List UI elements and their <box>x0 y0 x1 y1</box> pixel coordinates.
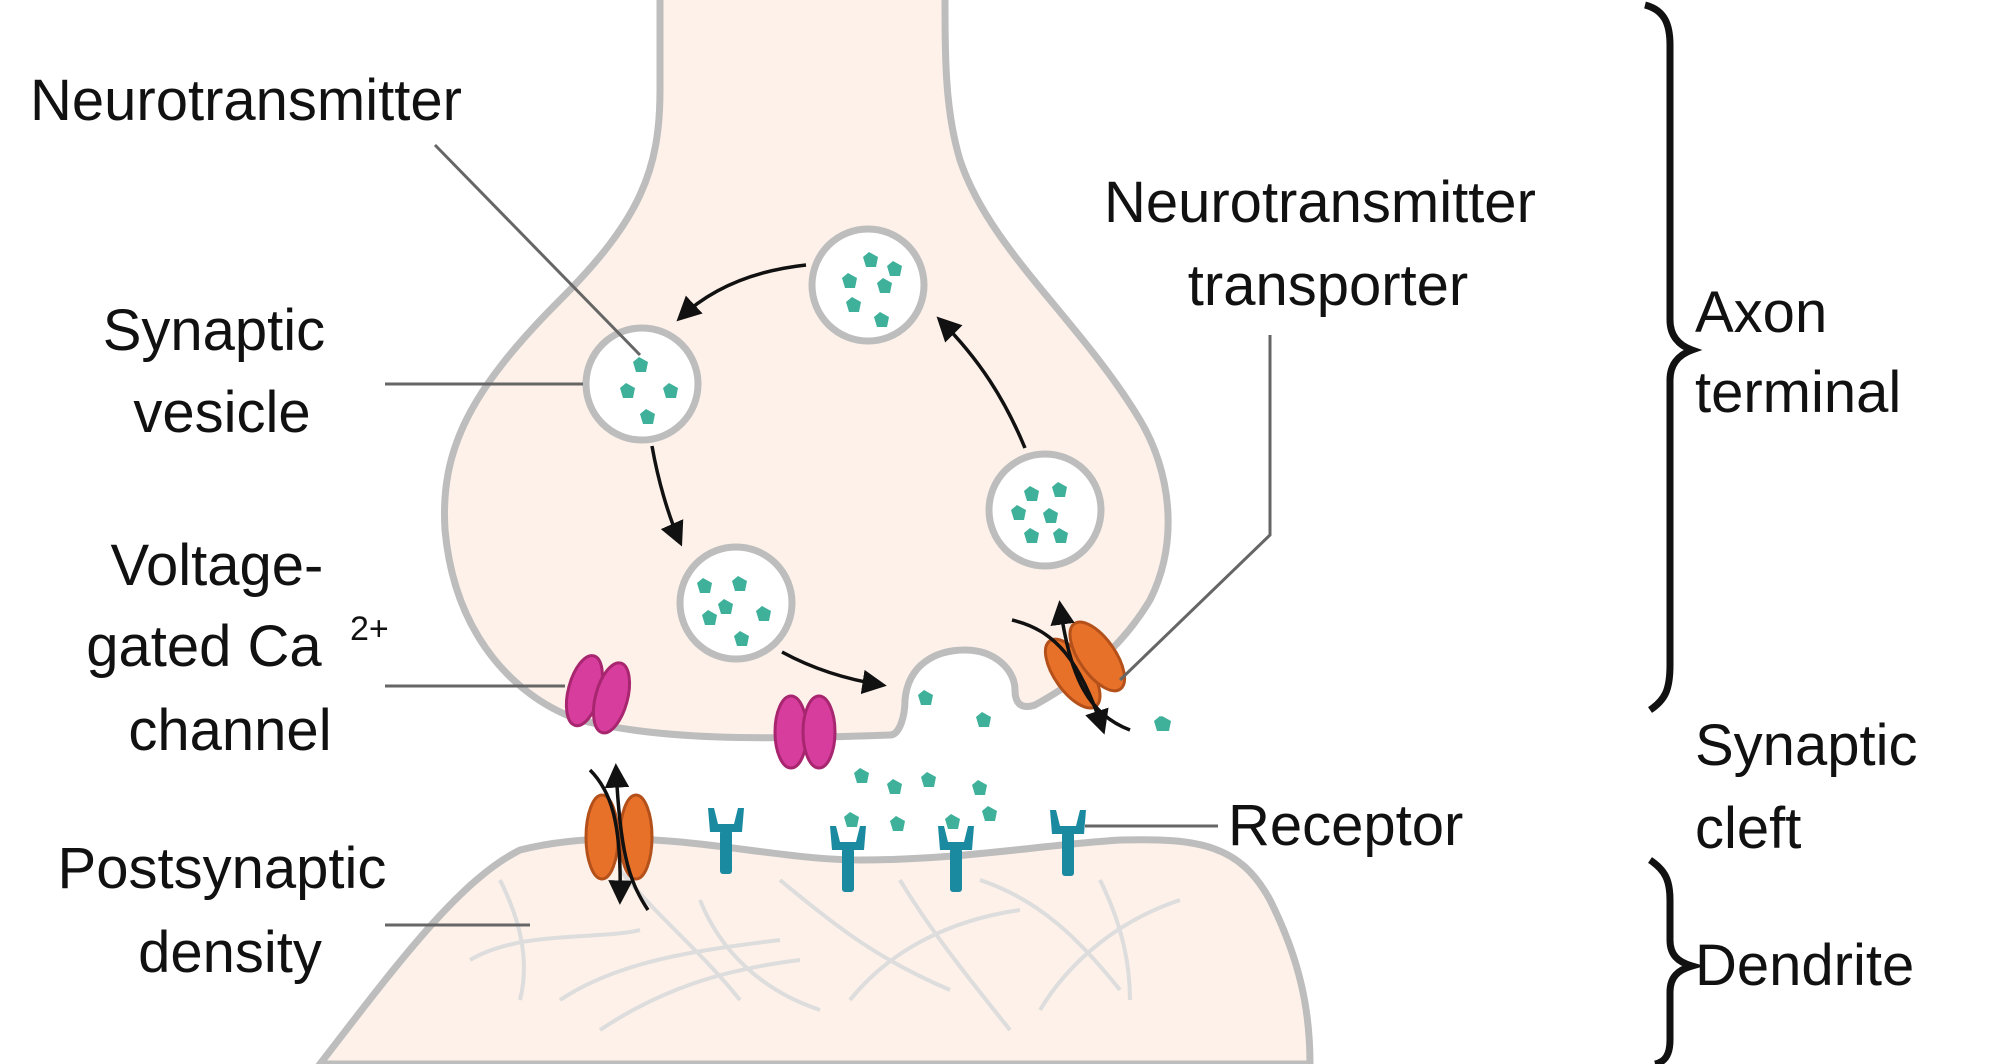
label-neurotransmitter-transporter: Neurotransmitter transporter <box>1104 170 1552 318</box>
receptor-4 <box>1050 810 1086 876</box>
synaptic-vesicle-3 <box>985 450 1105 570</box>
synaptic-vesicle-4 <box>676 543 796 663</box>
label-axon-terminal: Axon terminal <box>1695 280 1901 425</box>
synaptic-vesicle-1 <box>582 324 702 444</box>
label-synaptic-vesicle: Synaptic vesicle <box>103 298 342 445</box>
synaptic-vesicle-2 <box>808 225 928 345</box>
bracket-dendrite <box>1647 857 1705 1064</box>
calcium-channel-2 <box>773 694 837 770</box>
neurotransmitter-transporter <box>1011 600 1169 735</box>
postsynaptic-density-fibers <box>468 868 1181 1032</box>
receptor-3 <box>938 826 974 892</box>
leader-neurotransmitter <box>433 143 642 357</box>
label-ca-superscript: 2+ <box>350 610 389 648</box>
bracket-axon-terminal <box>1643 1 1703 713</box>
vesicle-cycle-arrows <box>650 263 1027 695</box>
label-postsynaptic-density: Postsynaptic density <box>58 836 403 985</box>
postsynaptic-ion-channel <box>584 763 654 911</box>
brackets <box>1643 1 1705 1064</box>
label-neurotransmitter: Neurotransmitter <box>30 68 462 133</box>
leader-transporter <box>1118 335 1272 682</box>
label-synaptic-cleft: Synaptic cleft <box>1695 713 1934 861</box>
label-receptor: Receptor <box>1228 793 1463 858</box>
receptor-2 <box>830 826 866 892</box>
axon-terminal-body <box>440 0 1172 742</box>
receptor-1 <box>708 808 744 874</box>
label-dendrite: Dendrite <box>1695 933 1914 998</box>
dendrite-body <box>315 835 1314 1064</box>
calcium-channel-1 <box>564 654 632 735</box>
label-voltage-gated-ca-channel: Voltage- gated Ca channel <box>86 533 339 763</box>
leader-lines <box>385 143 1272 927</box>
